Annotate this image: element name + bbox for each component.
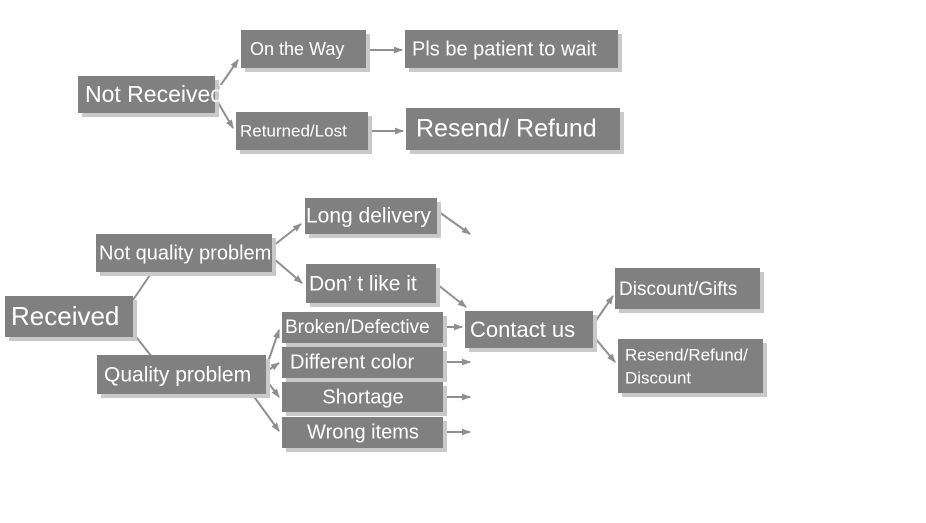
- node-returned-lost[interactable]: Returned/Lost: [236, 112, 372, 154]
- node-received[interactable]: Received: [5, 296, 137, 341]
- node-broken-defective-label: Broken/Defective: [285, 317, 430, 338]
- node-not-received[interactable]: Not Received: [78, 76, 223, 117]
- connector-not-received-to-on-the-way: [215, 59, 239, 93]
- node-resend-refund-discount-label-line2: Discount: [625, 368, 691, 387]
- node-long-delivery[interactable]: Long delivery: [305, 198, 441, 238]
- node-wrong-items-label: Wrong items: [307, 421, 419, 443]
- node-resend-refund-label: Resend/ Refund: [416, 115, 597, 143]
- connector-contact-us-to-discount-gifts: [594, 295, 614, 323]
- node-contact-us[interactable]: Contact us: [465, 311, 597, 352]
- node-discount-gifts-label: Discount/Gifts: [619, 279, 737, 300]
- node-dont-like-it[interactable]: Don’ t like it: [306, 264, 440, 307]
- node-different-color[interactable]: Different color: [282, 347, 447, 382]
- connector-quality-problem-to-wrong-items: [251, 393, 280, 432]
- node-not-quality-problem-label: Not quality problem: [99, 242, 271, 264]
- node-returned-lost-label: Returned/Lost: [240, 121, 347, 140]
- node-long-delivery-label: Long delivery: [306, 205, 431, 228]
- connector-long-delivery-to-contact-us: [438, 211, 471, 235]
- node-received-label: Received: [11, 301, 119, 331]
- node-contact-us-label: Contact us: [470, 317, 575, 342]
- node-dont-like-it-label: Don’ t like it: [309, 273, 417, 296]
- node-resend-refund[interactable]: Resend/ Refund: [406, 108, 624, 154]
- node-resend-refund-discount[interactable]: Resend/Refund/ Discount: [618, 339, 767, 397]
- node-shortage-label: Shortage: [322, 386, 403, 408]
- node-broken-defective[interactable]: Broken/Defective: [282, 312, 447, 347]
- node-pls-be-patient-to-wait[interactable]: Pls be patient to wait: [405, 30, 622, 72]
- connector-not-quality-problem-to-dont-like-it: [272, 257, 303, 284]
- node-on-the-way[interactable]: On the Way: [241, 30, 370, 72]
- node-different-color-label: Different color: [290, 351, 414, 373]
- connector-not-quality-problem-to-long-delivery: [272, 223, 302, 247]
- connector-dont-like-it-to-contact-us: [437, 284, 467, 308]
- node-not-quality-problem[interactable]: Not quality problem: [96, 234, 276, 276]
- node-quality-problem-label: Quality problem: [104, 364, 251, 387]
- node-shortage[interactable]: Shortage: [282, 382, 447, 416]
- node-discount-gifts[interactable]: Discount/Gifts: [615, 268, 764, 313]
- node-on-the-way-label: On the Way: [250, 39, 344, 59]
- node-pls-be-patient-to-wait-label: Pls be patient to wait: [412, 38, 597, 60]
- node-not-received-label: Not Received: [85, 81, 223, 107]
- node-quality-problem[interactable]: Quality problem: [97, 355, 270, 398]
- node-wrong-items[interactable]: Wrong items: [282, 417, 447, 452]
- connector-contact-us-to-resend-refund-discount: [594, 337, 616, 363]
- node-resend-refund-discount-label-line1: Resend/Refund/: [625, 345, 748, 364]
- connector-received-to-not-quality-problem: [132, 271, 153, 301]
